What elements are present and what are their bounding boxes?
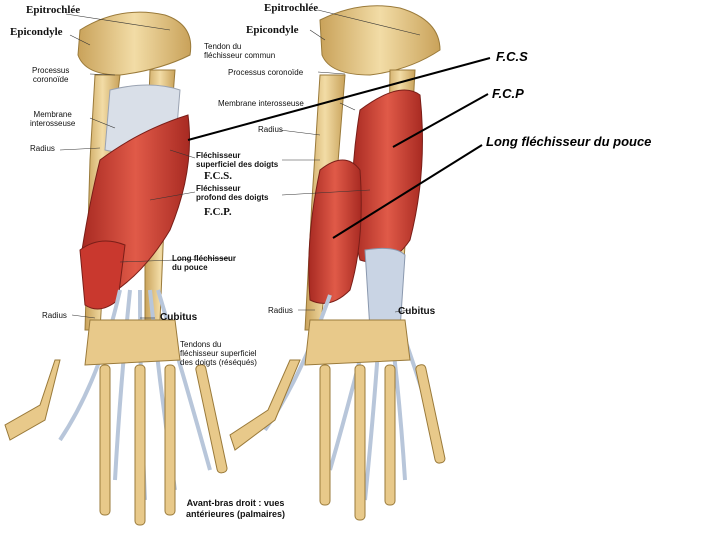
left-label-membrane: Membrane interosseuse bbox=[30, 110, 76, 128]
right-label-processus: Processus coronoïde bbox=[228, 68, 304, 77]
left-label-fcs-abbr: F.C.S. bbox=[204, 170, 233, 182]
left-label-epicondyle: Epicondyle bbox=[10, 26, 63, 38]
right-fdp-tendon-sheath bbox=[364, 247, 406, 331]
left-label-fcs-full: Fléchisseur superficiel des doigts bbox=[196, 151, 279, 169]
annotation-long-flechisseur: Long fléchisseur du pouce bbox=[486, 134, 652, 149]
figure-caption: Avant-bras droit : vues antérieures (pal… bbox=[186, 498, 286, 519]
left-label-epitrochlee: Epitrochlée bbox=[26, 4, 81, 16]
left-label-tendon-flechisseur: Tendon du fléchisseur commun bbox=[204, 42, 276, 60]
right-label-tendons: Tendons du fléchisseur superficiel des d… bbox=[180, 340, 257, 367]
annotation-fcs: F.C.S bbox=[496, 49, 528, 64]
long-flechisseur-pointer-line bbox=[332, 144, 483, 239]
left-label-long-flechisseur: Long fléchisseur du pouce bbox=[172, 254, 237, 272]
left-label-processus: Processus coronoïde bbox=[32, 66, 70, 84]
left-label-fcp-full: Fléchisseur profond des doigts bbox=[196, 184, 269, 202]
left-label-radius-top: Radius bbox=[30, 144, 55, 153]
right-label-epitrochlee: Epitrochlée bbox=[264, 2, 319, 14]
right-hand-bones bbox=[229, 319, 446, 521]
right-label-cubitus: Cubitus bbox=[398, 306, 436, 317]
left-label-cubitus: Cubitus bbox=[160, 312, 198, 323]
right-fdp-muscle bbox=[352, 89, 423, 263]
left-hand-bones bbox=[4, 319, 228, 526]
right-fpl-muscle bbox=[308, 159, 362, 304]
left-forearm bbox=[4, 11, 228, 526]
annotation-fcp: F.C.P bbox=[492, 86, 524, 101]
left-humerus-bone bbox=[77, 11, 192, 76]
right-label-radius-bottom: Radius bbox=[268, 306, 293, 315]
annotation-pointers bbox=[187, 57, 491, 239]
right-humerus-bone bbox=[319, 5, 441, 76]
left-label-fcp-abbr: F.C.P. bbox=[204, 206, 232, 218]
fcp-pointer-line bbox=[392, 93, 489, 148]
label-leader-lines bbox=[59, 9, 421, 319]
right-label-epicondyle: Epicondyle bbox=[246, 24, 299, 36]
right-label-radius-top: Radius bbox=[258, 125, 283, 134]
right-forearm bbox=[229, 5, 446, 521]
left-label-radius-bottom: Radius bbox=[42, 311, 67, 320]
fcs-pointer-line bbox=[187, 57, 491, 141]
right-label-membrane: Membrane interosseuse bbox=[218, 99, 304, 108]
